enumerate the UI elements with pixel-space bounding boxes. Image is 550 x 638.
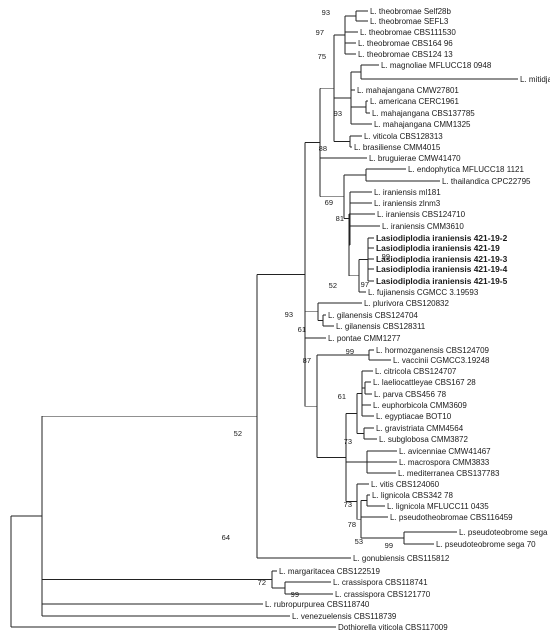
taxon-label: L. lignicola CBS342 78 bbox=[372, 491, 453, 500]
bootstrap-value: 93 bbox=[334, 109, 342, 118]
bootstrap-value: 73 bbox=[344, 500, 352, 509]
taxon-label: L. avicenniae CMW41467 bbox=[399, 447, 491, 456]
taxon-label: L. theobromae CBS124 13 bbox=[358, 50, 453, 59]
taxon-label: L. crassispora CBS118741 bbox=[333, 578, 428, 587]
taxon-label: L. euphorbicola CMM3609 bbox=[373, 401, 467, 410]
bootstrap-value: 87 bbox=[303, 356, 311, 365]
bootstrap-value: 52 bbox=[329, 281, 337, 290]
taxon-label: L. margaritacea CBS122519 bbox=[279, 567, 381, 576]
taxon-label: L. magnoliae MFLUCC18 0948 bbox=[381, 61, 492, 70]
bootstrap-value: 78 bbox=[348, 520, 356, 529]
taxon-label: L. laeliocattleyae CBS167 28 bbox=[373, 378, 476, 387]
bootstrap-value: 53 bbox=[355, 537, 363, 546]
taxon-label: L. endophytica MFLUCC18 1121 bbox=[408, 165, 524, 174]
taxon-label: L. hormozganensis CBS124709 bbox=[376, 346, 490, 355]
taxon-label: L. brasiliense CMM4015 bbox=[354, 143, 441, 152]
taxon-label: L. gonubiensis CBS115812 bbox=[353, 554, 450, 563]
taxon-label: L. americana CERC1961 bbox=[370, 97, 459, 106]
taxon-label: L. plurivora CBS120832 bbox=[364, 299, 449, 308]
taxon-label: L. crassispora CBS121770 bbox=[335, 590, 431, 599]
taxon-label: L. theobromae CBS164 96 bbox=[358, 39, 453, 48]
taxon-label: L. lignicola MFLUCC11 0435 bbox=[387, 502, 489, 511]
bootstrap-value: 88 bbox=[319, 144, 327, 153]
highlighted-taxon-label: Lasiodiplodia iraniensis 421-19 bbox=[376, 243, 500, 253]
taxon-label: L. subglobosa CMM3872 bbox=[379, 435, 468, 444]
highlighted-taxon-label: Lasiodiplodia iraniensis 421-19-2 bbox=[376, 233, 508, 243]
bootstrap-value: 97 bbox=[316, 28, 324, 37]
taxon-label: L. mahajangana CMM1325 bbox=[374, 120, 471, 129]
bootstrap-value: 81 bbox=[336, 214, 344, 223]
taxon-label: L. iraniensis CMM3610 bbox=[382, 222, 464, 231]
highlighted-taxon-label: Lasiodiplodia iraniensis 421-19-3 bbox=[376, 254, 508, 264]
taxon-label: L. vaccinii CGMCC3.19248 bbox=[393, 356, 490, 365]
highlighted-taxon-label: Lasiodiplodia iraniensis 421-19-4 bbox=[376, 264, 508, 274]
taxon-label: L. citricola CBS124707 bbox=[375, 367, 457, 376]
taxon-label: L. mitidjana MUM19 90 bbox=[520, 75, 550, 84]
taxon-label: L. pseudotheobromae CBS116459 bbox=[390, 513, 513, 522]
taxon-label: L. macrospora CMM3833 bbox=[399, 458, 490, 467]
taxon-label: L. theobromae Self28b bbox=[370, 7, 451, 16]
taxon-label: Dothiorella viticola CBS117009 bbox=[338, 623, 448, 632]
taxon-label: L. fujianensis CGMCC 3.19593 bbox=[368, 288, 479, 297]
bootstrap-value: 61 bbox=[338, 392, 346, 401]
bootstrap-value: 64 bbox=[222, 533, 230, 542]
bootstrap-value: 93 bbox=[285, 310, 293, 319]
bootstrap-value: 99 bbox=[385, 541, 393, 550]
taxon-label: L. theobromae SEFL3 bbox=[370, 17, 449, 26]
bootstrap-value: 99 bbox=[346, 347, 354, 356]
taxon-label: L. mahajangana CMW27801 bbox=[357, 86, 459, 95]
bootstrap-value: 72 bbox=[258, 578, 266, 587]
taxon-label: L. mediterranea CBS137783 bbox=[398, 469, 500, 478]
bootstrap-value: 61 bbox=[298, 325, 306, 334]
taxon-label: L. viticola CBS128313 bbox=[364, 132, 443, 141]
bootstrap-value: 99 bbox=[382, 252, 390, 261]
taxon-label: L. mahajangana CBS137785 bbox=[372, 109, 475, 118]
bootstrap-value: 97 bbox=[361, 280, 369, 289]
tree-branches bbox=[10, 10, 518, 628]
bootstrap-value: 69 bbox=[325, 198, 333, 207]
taxon-label: L. gilanensis CBS128311 bbox=[336, 322, 426, 331]
bootstrap-value: 75 bbox=[318, 52, 326, 61]
bootstrap-value: 73 bbox=[344, 437, 352, 446]
bootstrap-value: 52 bbox=[234, 429, 242, 438]
taxon-label: L. iraniensis ml181 bbox=[374, 188, 441, 197]
taxon-label: L. pseudoteobrome sega 70 bbox=[436, 540, 536, 549]
taxon-label: L. bruguierae CMW41470 bbox=[369, 154, 461, 163]
taxon-label: L. gravistriata CMM4564 bbox=[376, 424, 464, 433]
taxon-label: L. pseudoteobrome sega 21 bbox=[459, 528, 550, 537]
taxon-label: L. pontae CMM1277 bbox=[328, 334, 401, 343]
taxon-label: L. gilanensis CBS124704 bbox=[328, 311, 418, 320]
taxon-label: L. venezuelensis CBS118739 bbox=[292, 612, 397, 621]
taxon-label: L. egyptiacae BOT10 bbox=[376, 412, 452, 421]
bootstrap-value: 99 bbox=[291, 590, 299, 599]
taxon-label: L. iraniensis CBS124710 bbox=[377, 210, 466, 219]
taxon-label: L. thailandica CPC22795 bbox=[442, 177, 531, 186]
taxon-label: L. rubropurpurea CBS118740 bbox=[265, 600, 370, 609]
taxon-label: L. iraniensis zlnm3 bbox=[374, 199, 441, 208]
bootstrap-value: 93 bbox=[322, 8, 330, 17]
highlighted-taxon-label: Lasiodiplodia iraniensis 421-19-5 bbox=[376, 276, 508, 286]
taxon-label: L. vitis CBS124060 bbox=[371, 480, 440, 489]
taxon-label: L. theobromae CBS111530 bbox=[360, 28, 456, 37]
taxon-label: L. parva CBS456 78 bbox=[374, 390, 447, 399]
